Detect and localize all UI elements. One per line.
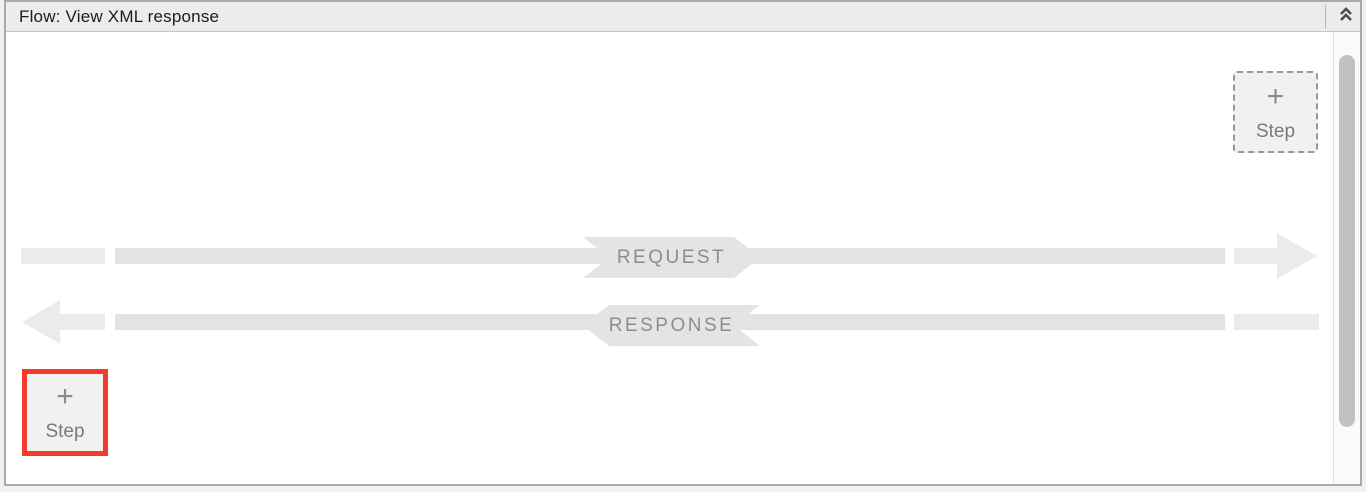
plus-icon: + [1266, 79, 1285, 113]
response-tail-segment [1234, 314, 1319, 330]
flow-panel: Flow: View XML response REQUEST [4, 0, 1362, 486]
add-step-label: Step [1255, 120, 1296, 142]
response-banner: RESPONSE [583, 305, 760, 346]
header-controls [1325, 2, 1360, 31]
flow-canvas: REQUEST RESPONSE + Step + Step [6, 32, 1360, 484]
panel-title: Flow: View XML response [19, 6, 220, 26]
add-step-label: Step [45, 421, 85, 442]
collapse-button[interactable] [1332, 2, 1360, 31]
response-arrowhead-icon [22, 300, 60, 344]
scrollbar-thumb[interactable] [1339, 55, 1355, 427]
response-label: RESPONSE [608, 314, 735, 336]
header-divider [1325, 4, 1326, 29]
add-step-button-bottom[interactable]: + Step [22, 369, 108, 456]
request-tail-segment [21, 248, 105, 264]
request-banner: REQUEST [583, 237, 760, 278]
response-head-segment [58, 314, 105, 330]
vertical-scrollbar[interactable] [1333, 32, 1360, 484]
plus-icon: + [56, 380, 74, 413]
request-label: REQUEST [616, 246, 727, 268]
chevron-double-up-icon [1337, 5, 1355, 28]
request-head-segment [1234, 248, 1280, 264]
panel-header: Flow: View XML response [6, 2, 1360, 32]
add-step-button-top[interactable]: + Step [1233, 71, 1318, 153]
request-arrowhead-icon [1277, 233, 1317, 279]
